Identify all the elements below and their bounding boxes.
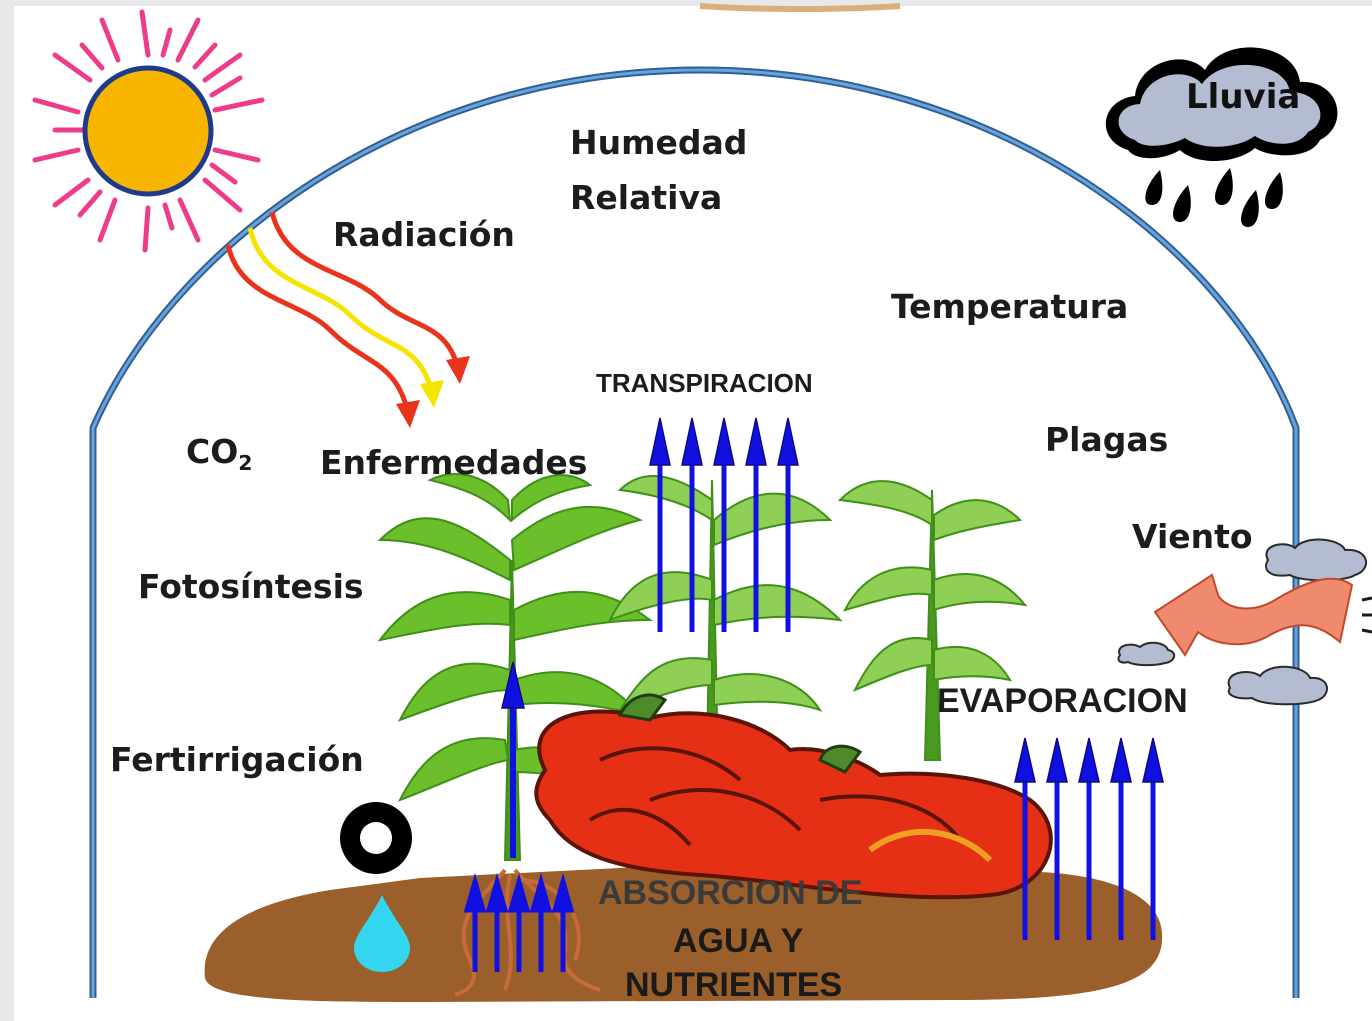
sun-icon — [32, 9, 265, 253]
water-drop-icon — [354, 895, 410, 972]
drip-emitter-icon — [340, 802, 412, 874]
transpiration-arrows — [649, 417, 799, 632]
evaporation-arrows — [1014, 737, 1164, 940]
label-co2: CO2 — [186, 435, 253, 474]
label-co2-subscript: 2 — [238, 451, 253, 476]
label-viento: Viento — [1132, 517, 1253, 556]
wind-clouds — [1117, 538, 1368, 706]
label-absorcion-line1: ABSORCION DE — [598, 874, 863, 912]
wind-arrow-icon — [1153, 573, 1372, 657]
absorption-arrows — [463, 872, 575, 972]
greenhouse-frame — [89, 66, 1300, 998]
pepper-icon — [534, 693, 1053, 900]
label-temperatura: Temperatura — [891, 287, 1129, 326]
label-fertirrigacion: Fertirrigación — [110, 740, 364, 779]
radiation-rays — [225, 211, 470, 428]
label-evaporacion: EVAPORACION — [937, 682, 1188, 720]
label-enfermedades: Enfermedades — [320, 443, 588, 482]
rain-cloud-icon — [1105, 47, 1338, 227]
label-transpiracion: TRANSPIRACION — [596, 368, 813, 398]
label-absorcion-line2: AGUA Y — [673, 922, 804, 960]
label-radiacion: Radiación — [333, 215, 515, 254]
label-humedad-line2: Relativa — [570, 178, 723, 217]
label-plagas: Plagas — [1045, 420, 1169, 459]
label-absorcion-line3: NUTRIENTES — [625, 966, 843, 1004]
sap-flow-arrow — [501, 661, 525, 858]
label-fotosintesis: Fotosíntesis — [138, 567, 364, 606]
plant-icon — [377, 473, 1028, 861]
label-humedad-line1: Humedad — [570, 123, 748, 162]
label-co2-base: CO — [186, 432, 239, 471]
top-edge-decoration — [699, 3, 901, 12]
label-lluvia: Lluvia — [1186, 77, 1301, 117]
